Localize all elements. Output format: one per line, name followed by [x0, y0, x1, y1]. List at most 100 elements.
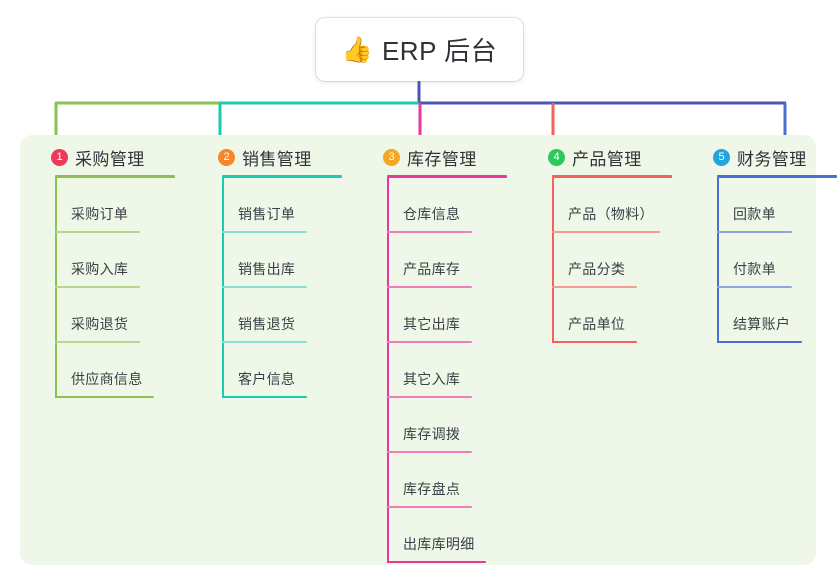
branch-item[interactable]: 付款单 [695, 233, 835, 288]
branch-item[interactable]: 仓库信息 [365, 178, 520, 233]
branch-item[interactable]: 采购退货 [33, 288, 188, 343]
branch-header-rule-5 [717, 175, 837, 178]
branch-item[interactable]: 库存调拨 [365, 398, 520, 453]
branch-badge-5: 5 [713, 148, 730, 166]
branch-item-rule [387, 451, 472, 453]
branch-item-rule [222, 341, 307, 343]
branch-item-label: 产品单位 [568, 316, 626, 332]
branch-item-rule [222, 231, 307, 233]
branch-item-label: 产品库存 [403, 261, 461, 277]
branch-item-label: 采购退货 [71, 316, 129, 332]
branch-item[interactable]: 产品分类 [530, 233, 690, 288]
branch-column-3: 3 库存管理仓库信息产品库存其它出库其它入库库存调拨库存盘点出库库明细 [365, 145, 520, 563]
branch-header-rule-2 [222, 175, 342, 178]
branch-item-label: 库存盘点 [403, 481, 461, 497]
branch-item[interactable]: 采购入库 [33, 233, 188, 288]
branch-item[interactable]: 销售订单 [200, 178, 355, 233]
branch-header-5[interactable]: 5 财务管理 [695, 145, 835, 169]
branch-item[interactable]: 客户信息 [200, 343, 355, 398]
branch-item-rule [552, 231, 660, 233]
branch-item-rule [55, 396, 154, 398]
branch-spine-3 [387, 178, 389, 563]
branch-item-label: 付款单 [733, 261, 776, 277]
branch-item-rule [222, 286, 307, 288]
branch-badge-1: 1 [51, 148, 68, 166]
branch-title-5: 财务管理 [737, 149, 807, 169]
branch-item-label: 销售退货 [238, 316, 296, 332]
branch-item-label: 出库库明细 [403, 536, 475, 552]
branch-item-label: 采购订单 [71, 206, 129, 222]
branch-item[interactable]: 产品（物料） [530, 178, 690, 233]
branch-item-rule [55, 231, 140, 233]
branch-header-4[interactable]: 4 产品管理 [530, 145, 690, 169]
branch-item[interactable]: 销售出库 [200, 233, 355, 288]
root-node[interactable]: 👍 ERP 后台 [316, 18, 523, 81]
branch-item[interactable]: 产品单位 [530, 288, 690, 343]
branch-header-3[interactable]: 3 库存管理 [365, 145, 520, 169]
branch-item-rule [717, 231, 792, 233]
branch-item[interactable]: 出库库明细 [365, 508, 520, 563]
branch-item-rule [552, 341, 637, 343]
branch-item-rule [717, 286, 792, 288]
branch-title-2: 销售管理 [242, 149, 312, 169]
branch-item-rule [55, 286, 140, 288]
branch-item-rule [387, 561, 486, 563]
branch-column-2: 2 销售管理销售订单销售出库销售退货客户信息 [200, 145, 355, 398]
branch-item-rule [387, 396, 472, 398]
branch-item-rule [387, 231, 472, 233]
branch-item-rule [387, 286, 472, 288]
branch-item-label: 采购入库 [71, 261, 129, 277]
branch-item-label: 客户信息 [238, 371, 296, 387]
branch-item[interactable]: 结算账户 [695, 288, 835, 343]
branch-title-3: 库存管理 [407, 149, 477, 169]
branch-item[interactable]: 库存盘点 [365, 453, 520, 508]
branch-items-5: 回款单付款单结算账户 [695, 178, 835, 343]
branch-item-label: 库存调拨 [403, 426, 461, 442]
branch-item-label: 产品（物料） [568, 206, 654, 222]
branch-header-rule-1 [55, 175, 175, 178]
branch-item[interactable]: 采购订单 [33, 178, 188, 233]
branch-spine-1 [55, 178, 57, 398]
branch-spine-5 [717, 178, 719, 343]
branch-column-5: 5 财务管理回款单付款单结算账户 [695, 145, 837, 343]
branch-header-2[interactable]: 2 销售管理 [200, 145, 355, 169]
branch-item-label: 其它入库 [403, 371, 461, 387]
branch-item-label: 其它出库 [403, 316, 461, 332]
branch-item-label: 仓库信息 [403, 206, 461, 222]
branch-item-rule [717, 341, 802, 343]
branch-items-4: 产品（物料） 产品分类产品单位 [530, 178, 690, 343]
branch-item-label: 销售出库 [238, 261, 296, 277]
branch-spine-2 [222, 178, 224, 398]
branch-item[interactable]: 其它入库 [365, 343, 520, 398]
branch-panel [20, 135, 816, 565]
branch-badge-4: 4 [548, 148, 565, 166]
branch-item-rule [552, 286, 637, 288]
branch-items-2: 销售订单销售出库销售退货客户信息 [200, 178, 355, 398]
branch-items-3: 仓库信息产品库存其它出库其它入库库存调拨库存盘点出库库明细 [365, 178, 520, 563]
branch-item[interactable]: 其它出库 [365, 288, 520, 343]
branch-badge-2: 2 [218, 148, 235, 166]
root-node-title: ERP 后台 [381, 36, 498, 66]
branch-header-rule-4 [552, 175, 672, 178]
branch-item-label: 供应商信息 [71, 371, 143, 387]
branch-item[interactable]: 供应商信息 [33, 343, 188, 398]
branch-spine-4 [552, 178, 554, 343]
branch-item-rule [222, 396, 307, 398]
branch-item-label: 结算账户 [733, 316, 791, 332]
branch-title-1: 采购管理 [75, 149, 145, 169]
branch-column-4: 4 产品管理产品（物料） 产品分类产品单位 [530, 145, 690, 343]
branch-item[interactable]: 产品库存 [365, 233, 520, 288]
branch-items-1: 采购订单采购入库采购退货供应商信息 [33, 178, 188, 398]
branch-header-1[interactable]: 1 采购管理 [33, 145, 188, 169]
branch-title-4: 产品管理 [572, 149, 642, 169]
branch-item[interactable]: 回款单 [695, 178, 835, 233]
branch-item-label: 产品分类 [568, 261, 626, 277]
branch-item-rule [387, 506, 472, 508]
branch-header-rule-3 [387, 175, 507, 178]
branch-column-1: 1 采购管理采购订单采购入库采购退货供应商信息 [33, 145, 188, 398]
branch-item-label: 回款单 [733, 206, 776, 222]
branch-item-rule [387, 341, 472, 343]
branch-item-rule [55, 341, 140, 343]
branch-item[interactable]: 销售退货 [200, 288, 355, 343]
branch-badge-3: 3 [383, 148, 400, 166]
